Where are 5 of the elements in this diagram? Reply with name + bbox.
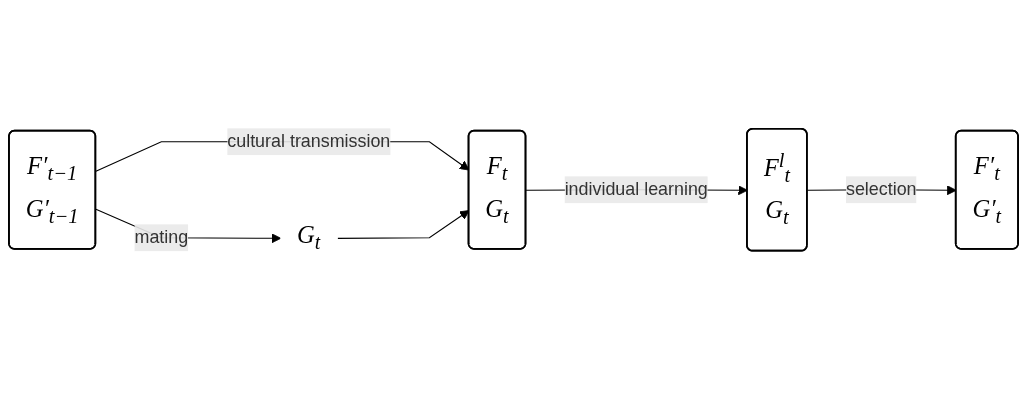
edge-label: cultural transmission <box>227 131 391 151</box>
edge-label: selection <box>845 179 917 199</box>
edge-label: mating <box>134 227 189 247</box>
edge-label: individual learning <box>564 179 708 199</box>
node-text: G$_{t}$ <box>297 221 321 254</box>
